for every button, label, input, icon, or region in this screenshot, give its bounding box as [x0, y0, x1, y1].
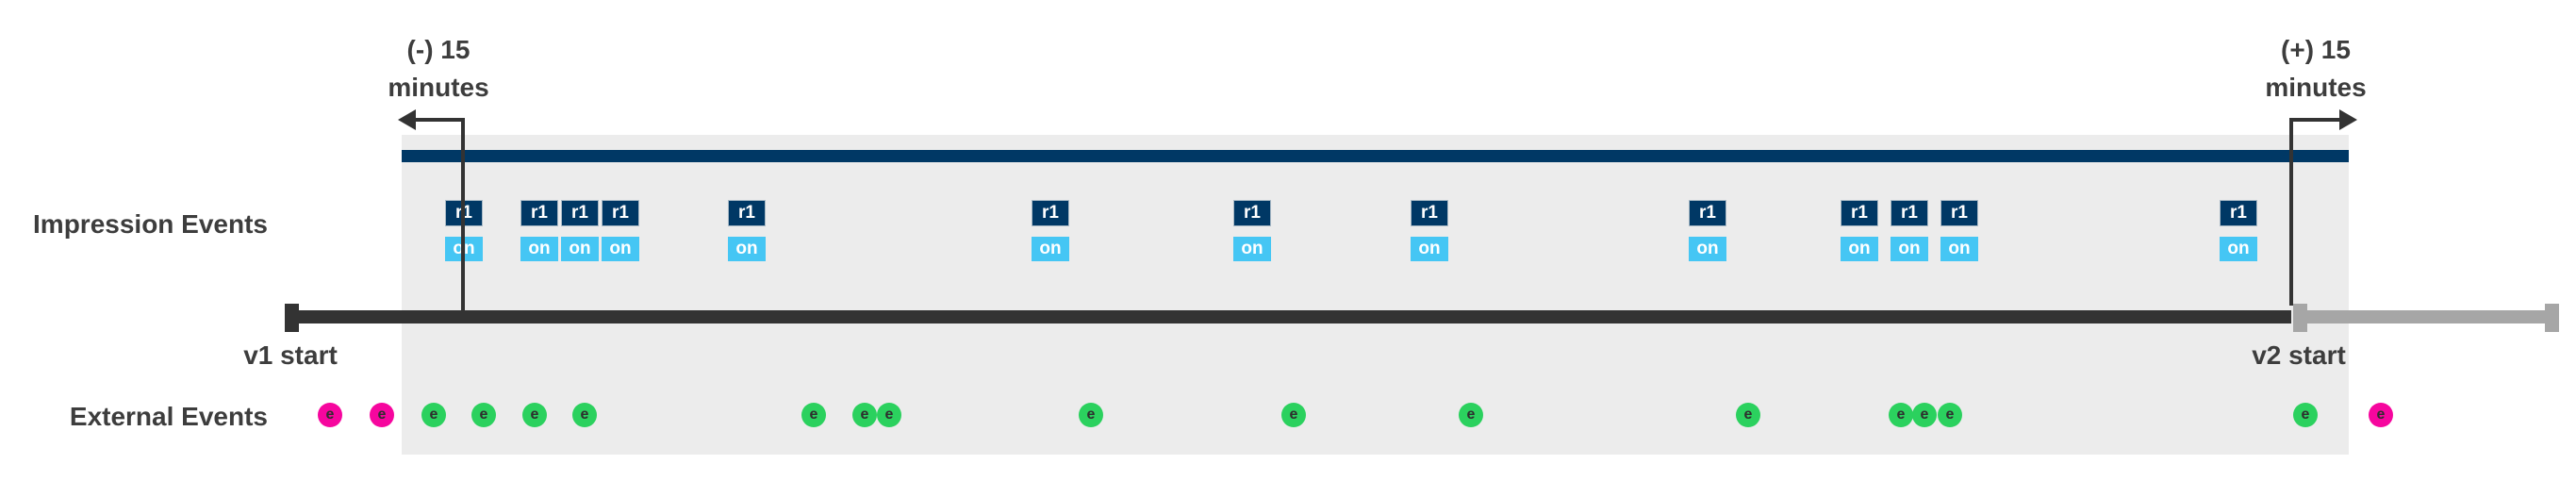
post-window-label: (+) 15 minutes — [2174, 31, 2457, 107]
external-event-dot: e — [852, 403, 877, 427]
impression-event-tag: r1 — [1891, 200, 1928, 226]
external-event-dot: e — [522, 403, 547, 427]
impression-event: r1 on — [1032, 200, 1069, 261]
impression-event-tag: r1 — [520, 200, 558, 226]
impression-event-status: on — [561, 237, 599, 261]
pre-window-arrowhead-icon — [398, 109, 416, 130]
post-window-label-line1: (+) 15 — [2281, 35, 2351, 64]
impression-event-status: on — [1940, 237, 1978, 261]
impression-event-tag: r1 — [2220, 200, 2257, 226]
impression-event-status: on — [728, 237, 766, 261]
impression-event-status: on — [1411, 237, 1448, 261]
external-event-dot: e — [318, 403, 342, 427]
impression-event-status: on — [1891, 237, 1928, 261]
impression-event-status: on — [1841, 237, 1878, 261]
v2-start-cap — [2293, 304, 2307, 332]
impression-event-tag: r1 — [1032, 200, 1069, 226]
impression-event-tag: r1 — [561, 200, 599, 226]
impression-event-tag: r1 — [1841, 200, 1878, 226]
external-event-dot: e — [1079, 403, 1103, 427]
pre-window-label-line1: (-) 15 — [406, 35, 471, 64]
impression-event: r1 on — [561, 200, 599, 261]
impression-event-tag: r1 — [602, 200, 639, 226]
external-event-dot: e — [370, 403, 394, 427]
impression-event-status: on — [1032, 237, 1069, 261]
external-events-label: External Events — [69, 402, 268, 431]
impression-event: r1 on — [1940, 200, 1978, 261]
external-event-dot: e — [2293, 403, 2318, 427]
external-event-dot: e — [877, 403, 901, 427]
experiment-window-panel — [402, 135, 2349, 455]
impression-event: r1 on — [1411, 200, 1448, 261]
post-window-label-line2: minutes — [2265, 73, 2367, 102]
impression-event-tag: r1 — [1689, 200, 1726, 226]
external-event-dot: e — [1281, 403, 1306, 427]
impression-event-status: on — [520, 237, 558, 261]
external-event-dot: e — [2369, 403, 2393, 427]
post-window-marker-line — [2289, 118, 2293, 306]
pre-window-label-line2: minutes — [388, 73, 489, 102]
impression-event-tag: r1 — [728, 200, 766, 226]
external-event-dot: e — [1459, 403, 1483, 427]
impression-event-tag: r1 — [1411, 200, 1448, 226]
v1-start-label: v1 start — [243, 340, 338, 370]
v1-timeline-bar — [288, 310, 2291, 323]
external-event-dot: e — [421, 403, 446, 427]
external-event-dot: e — [1889, 403, 1913, 427]
impression-event-status: on — [1233, 237, 1271, 261]
external-event-dot: e — [801, 403, 826, 427]
external-event-dot: e — [1912, 403, 1937, 427]
impression-event-status: on — [2220, 237, 2257, 261]
impression-event: r1 on — [2220, 200, 2257, 261]
impression-events-label: Impression Events — [33, 209, 268, 239]
impression-event: r1 on — [602, 200, 639, 261]
v1-start-cap — [285, 304, 299, 332]
pre-window-marker-line — [461, 118, 465, 314]
v2-start-label: v2 start — [2252, 340, 2346, 370]
impression-event: r1 on — [1233, 200, 1271, 261]
impression-event-tag: r1 — [1233, 200, 1271, 226]
post-window-arrowhead-icon — [2339, 109, 2357, 130]
impression-event-tag: r1 — [1940, 200, 1978, 226]
v2-timeline-bar — [2293, 310, 2559, 323]
impression-event: r1 on — [520, 200, 558, 261]
pre-window-arrow-line — [413, 118, 464, 122]
impression-event: r1 on — [1841, 200, 1878, 261]
experiment-duration-bar — [402, 150, 2349, 162]
external-event-dot: e — [572, 403, 597, 427]
impression-event: r1 on — [1891, 200, 1928, 261]
external-event-dot: e — [1938, 403, 1962, 427]
impression-event: r1 on — [728, 200, 766, 261]
impression-event-status: on — [602, 237, 639, 261]
post-window-arrow-line — [2290, 118, 2341, 122]
external-event-dot: e — [471, 403, 496, 427]
impression-event-status: on — [1689, 237, 1726, 261]
external-event-dot: e — [1736, 403, 1760, 427]
pre-window-label: (-) 15 minutes — [297, 31, 580, 107]
impression-event: r1 on — [1689, 200, 1726, 261]
v2-timeline-end-cap — [2545, 304, 2559, 332]
